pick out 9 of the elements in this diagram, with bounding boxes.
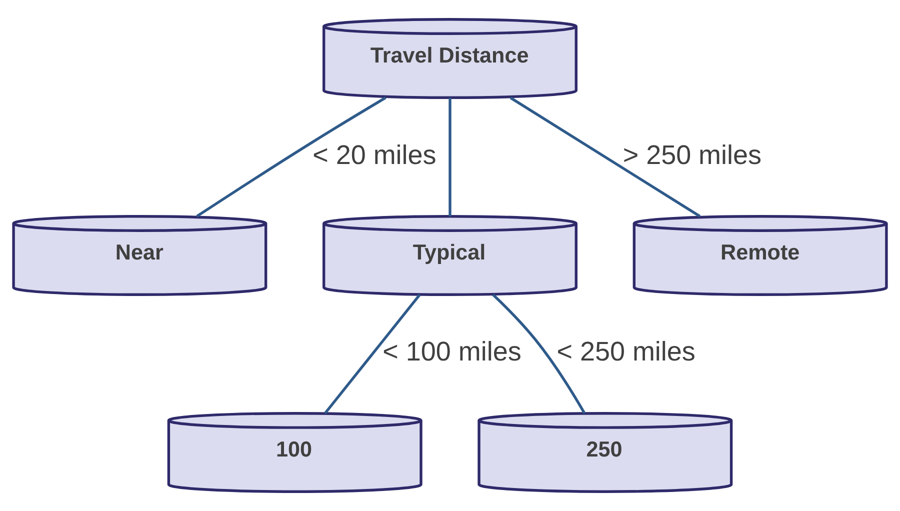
connector [324, 294, 421, 414]
edge-label: < 20 miles [312, 140, 436, 170]
connector [510, 96, 701, 218]
connector [448, 98, 452, 216]
edge-label: > 250 miles [622, 140, 762, 170]
connector [492, 294, 586, 414]
edge-label: < 250 miles [556, 336, 696, 367]
connector [196, 96, 386, 218]
edge-label: < 100 miles [382, 336, 522, 367]
